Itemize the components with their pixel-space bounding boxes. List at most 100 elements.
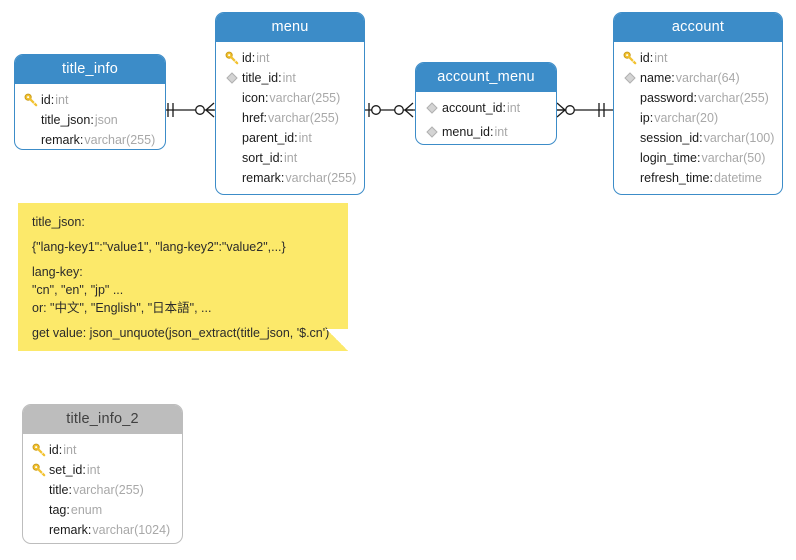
attribute-row: id: int [29, 440, 176, 460]
no-marker [29, 482, 49, 498]
attribute-name: account_id [442, 101, 503, 115]
attribute-type: varchar(64) [675, 71, 740, 85]
attribute-colon: : [82, 463, 86, 477]
attribute-colon: : [58, 443, 63, 457]
attribute-row: tag: enum [29, 500, 176, 520]
no-marker [21, 132, 41, 148]
no-marker [620, 110, 640, 126]
attribute-colon: : [699, 131, 703, 145]
attribute-name: login_time [640, 151, 697, 165]
attribute-type: int [256, 51, 270, 65]
attribute-name: id [242, 51, 252, 65]
entity-attributes-account_menu: account_id: int menu_id: int [416, 92, 556, 144]
no-marker [21, 112, 41, 128]
attribute-type: varchar(255) [697, 91, 769, 105]
attribute-colon: : [87, 523, 92, 537]
attribute-row: set_id: int [29, 460, 176, 480]
no-marker [222, 170, 242, 186]
entity-account[interactable]: account id: int [613, 12, 783, 195]
attribute-name: id [41, 93, 51, 107]
entity-attributes-account: id: int name: varchar(64) password: varc… [614, 42, 782, 194]
attribute-colon: : [264, 91, 269, 105]
attribute-name: title_id [242, 71, 279, 85]
attribute-colon: : [489, 125, 494, 139]
attribute-type: int [298, 131, 312, 145]
attribute-name: menu_id [442, 125, 490, 139]
note-line: {"lang-key1":"value1", "lang-key2":"valu… [32, 240, 286, 254]
attribute-colon: : [251, 51, 256, 65]
attribute-colon: : [649, 111, 654, 125]
key-icon [21, 92, 41, 108]
key-icon [222, 50, 242, 66]
attribute-row: parent_id: int [222, 128, 358, 148]
attribute-name: title_json [41, 113, 91, 127]
entity-title-menu: menu [216, 13, 364, 42]
key-icon [620, 50, 640, 66]
no-marker [620, 170, 640, 186]
attribute-type: varchar(255) [84, 133, 156, 147]
attribute-colon: : [79, 133, 84, 147]
relationship-menu-account_menu[interactable] [364, 98, 420, 122]
attribute-colon: : [671, 71, 675, 85]
diamond-icon [422, 124, 442, 140]
attribute-name: remark [41, 133, 80, 147]
title_json-note[interactable]: title_json: {"lang-key1":"value1", "lang… [18, 203, 348, 351]
attribute-type: int [86, 463, 101, 477]
entity-title_info_2[interactable]: title_info_2 id: int [22, 404, 183, 544]
attribute-type: int [63, 443, 77, 457]
attribute-row: login_time: varchar(50) [620, 148, 776, 168]
attribute-row: id: int [21, 90, 159, 110]
attribute-name: sort_id [242, 151, 280, 165]
attribute-name: id [640, 51, 650, 65]
note-line: or: "中文", "English", "日本語", ... [32, 301, 212, 315]
entity-account_menu[interactable]: account_menu account_id: int menu_id: [415, 62, 557, 145]
no-marker [620, 90, 640, 106]
attribute-type: int [494, 125, 508, 139]
note-line: title_json: [32, 215, 85, 229]
diamond-icon [222, 70, 242, 86]
attribute-colon: : [278, 71, 282, 85]
note-line: lang-key: [32, 265, 83, 279]
entity-title-account: account [614, 13, 782, 42]
entity-title-title_info_2: title_info_2 [23, 405, 182, 434]
attribute-row: account_id: int [422, 98, 550, 118]
attribute-row: remark: varchar(1024) [29, 520, 176, 540]
attribute-name: ip [640, 111, 650, 125]
attribute-type: json [94, 113, 118, 127]
attribute-type: int [282, 71, 296, 85]
attribute-row: session_id: varchar(100) [620, 128, 776, 148]
no-marker [29, 522, 49, 538]
diamond-icon [422, 100, 442, 116]
no-marker [620, 150, 640, 166]
attribute-type: int [284, 151, 298, 165]
attribute-name: tag [49, 503, 67, 517]
attribute-row: icon: varchar(255) [222, 88, 358, 108]
attribute-name: href [242, 111, 264, 125]
attribute-colon: : [709, 171, 713, 185]
attribute-colon: : [90, 113, 94, 127]
note-content: title_json: {"lang-key1":"value1", "lang… [18, 203, 348, 351]
attribute-type: datetime [713, 171, 762, 185]
key-icon [29, 442, 49, 458]
entity-menu[interactable]: menu id: int [215, 12, 365, 195]
key-icon [29, 462, 49, 478]
entity-title-account_menu: account_menu [416, 63, 556, 92]
attribute-name: parent_id [242, 131, 295, 145]
attribute-row: title: varchar(255) [29, 480, 176, 500]
relationship-account_menu-account[interactable] [554, 98, 614, 122]
attribute-name: session_id [640, 131, 700, 145]
relationship-title_info-menu[interactable] [160, 98, 222, 122]
attribute-name: name [640, 71, 672, 85]
attribute-row: title_id: int [222, 68, 358, 88]
no-marker [620, 130, 640, 146]
attribute-row: remark: varchar(255) [21, 130, 159, 149]
attribute-type: varchar(255) [285, 171, 357, 185]
attribute-colon: : [280, 171, 285, 185]
attribute-type: int [55, 93, 69, 107]
entity-title_info[interactable]: title_info id: int title_json: json [14, 54, 166, 150]
diamond-icon [620, 70, 640, 86]
attribute-type: enum [70, 503, 103, 517]
attribute-colon: : [693, 91, 697, 105]
no-marker [222, 110, 242, 126]
attribute-row: refresh_time: datetime [620, 168, 776, 188]
